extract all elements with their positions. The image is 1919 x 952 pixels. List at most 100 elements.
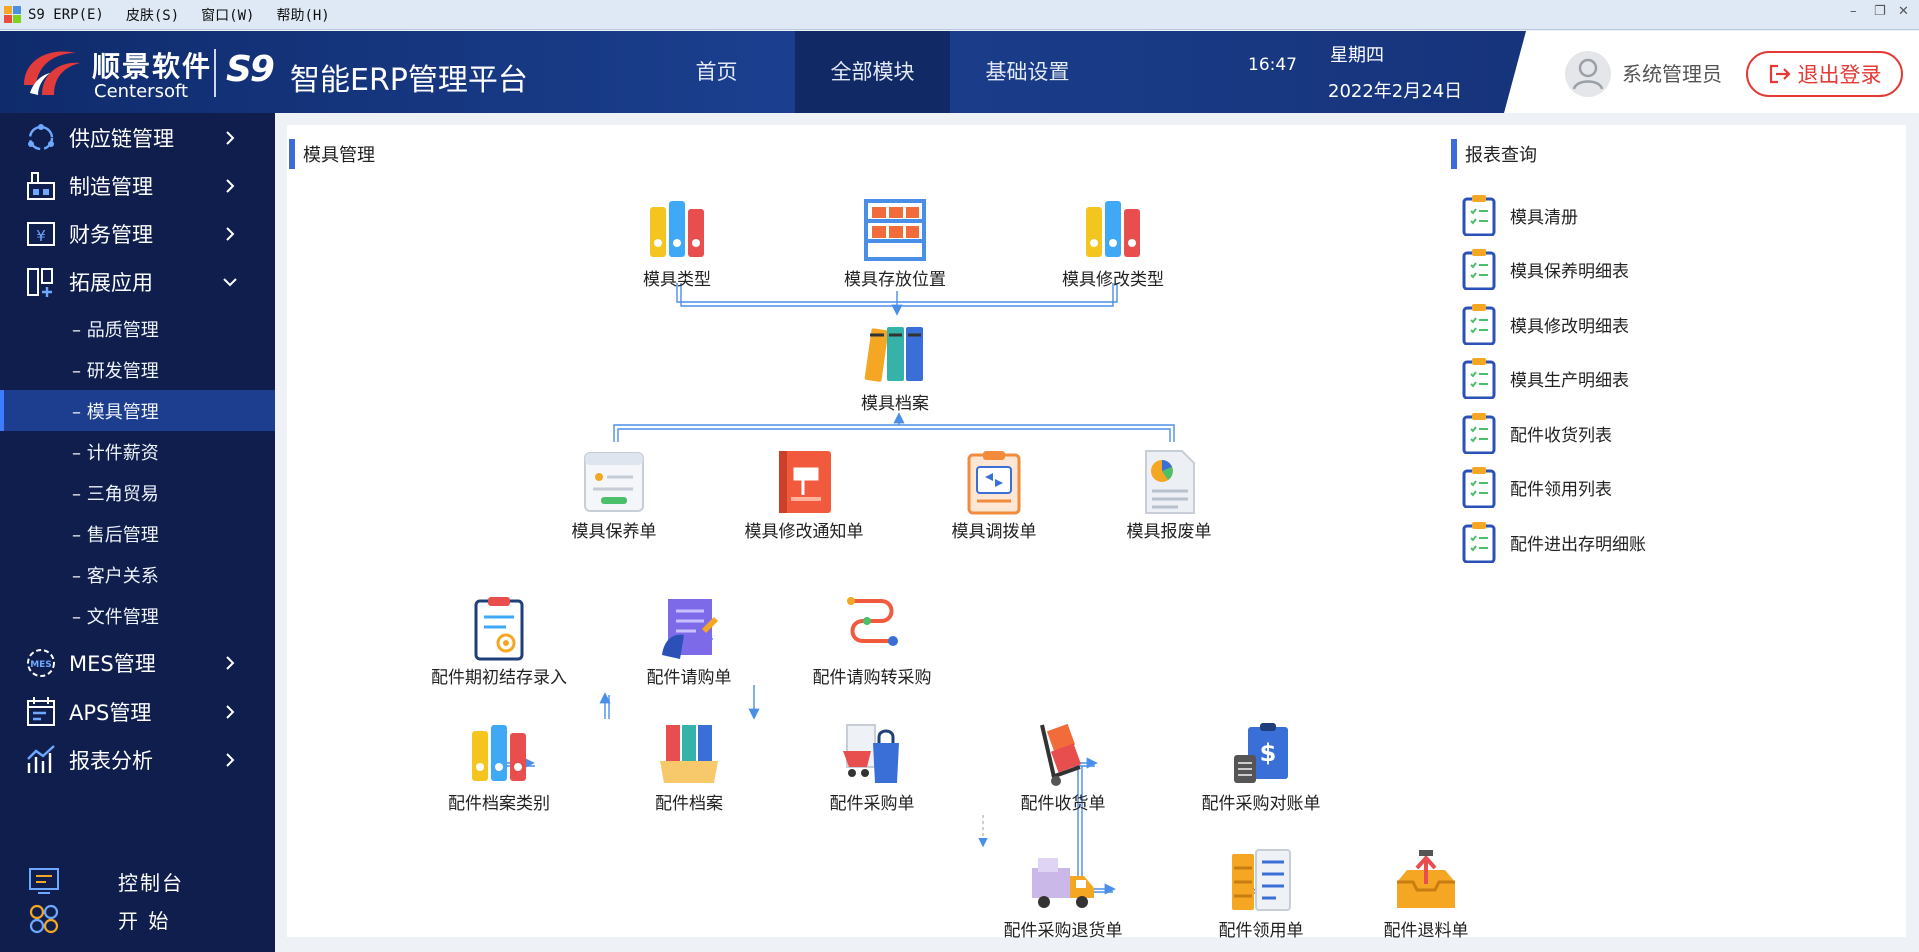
report-item[interactable]: 配件领用列表 [1462,465,1762,509]
sidebar-subitem-quality[interactable]: – 品质管理 [0,308,275,349]
sidebar-console[interactable]: 控制台 [0,862,275,900]
sidebar-item-aps[interactable]: APS管理 [0,689,275,735]
node-part-purchase[interactable]: 配件采购单 [787,721,957,814]
sidebar-item-label: 制造管理 [69,175,153,199]
sidebar-subitem-piece-wage[interactable]: – 计件薪资 [0,431,275,472]
node-part-category[interactable]: 配件档案类别 [414,721,584,814]
chevron-right-icon [226,179,235,193]
logout-button[interactable]: 退出登录 [1746,51,1903,97]
close-icon[interactable]: ✕ [1898,4,1909,19]
sidebar-item-mes[interactable]: MES MES管理 [0,640,275,686]
node-mold-transfer[interactable]: 模具调拨单 [909,449,1079,542]
sidebar-item-finance[interactable]: ¥ 财务管理 [0,211,275,257]
sidebar-start[interactable]: 开 始 [0,900,275,938]
node-part-init-stock[interactable]: 配件期初结存录入 [414,595,584,688]
sidebar-subitem-mold[interactable]: – 模具管理 [0,390,275,431]
menu-erp[interactable]: S9 ERP(E) [28,6,104,23]
node-label: 配件退料单 [1383,921,1469,941]
menu-skin[interactable]: 皮肤(S) [125,7,180,24]
report-label: 模具保养明细表 [1510,261,1629,282]
sidebar-subitem-after-sales[interactable]: – 售后管理 [0,513,275,554]
drill-manual-icon [769,449,839,515]
report-item[interactable]: 模具保养明细表 [1462,247,1762,291]
node-mold-mod-type[interactable]: 模具修改类型 [1028,197,1198,290]
node-label: 模具修改类型 [1062,270,1164,290]
svg-text:$: $ [1260,739,1277,767]
user-icon [1572,58,1604,90]
sidebar-subitem-documents[interactable]: – 文件管理 [0,595,275,636]
report-label: 模具清册 [1510,207,1578,228]
console-label: 控制台 [118,870,184,895]
node-label: 模具修改通知单 [744,522,864,542]
sidebar-item-supply-chain[interactable]: 供应链管理 [0,115,275,161]
node-mold-type[interactable]: 模具类型 [592,197,762,290]
tab-basic-settings[interactable]: 基础设置 [985,60,1070,84]
node-label: 配件档案 [655,794,723,814]
sidebar-subitem-label: – 三角贸易 [72,483,159,505]
report-clipboard-icon [1462,304,1496,345]
node-part-archive[interactable]: 配件档案 [604,721,774,814]
bill-calculator-icon: $ [1226,721,1296,787]
sidebar-subitem-crm[interactable]: – 客户关系 [0,554,275,595]
sidebar-item-report-analysis[interactable]: 报表分析 [0,737,275,783]
node-label: 配件档案类别 [448,794,550,814]
date: 2022年2月24日 [1328,81,1463,102]
node-label: 配件领用单 [1218,921,1304,941]
report-item[interactable]: 配件收货列表 [1462,411,1762,455]
sidebar-item-manufacturing[interactable]: 制造管理 [0,163,275,209]
logout-label: 退出登录 [1797,63,1882,87]
console-icon [29,868,59,894]
report-item[interactable]: 模具清册 [1462,193,1762,237]
report-item[interactable]: 模具修改明细表 [1462,302,1762,346]
node-label: 模具报废单 [1126,522,1212,542]
restore-icon[interactable]: ❐ [1874,4,1886,19]
sidebar-subitem-triangle-trade[interactable]: – 三角贸易 [0,472,275,513]
shelf-icon [860,197,930,263]
chevron-right-icon [226,227,235,241]
svg-text:MES: MES [30,660,52,670]
tab-all-modules[interactable]: 全部模块 [795,31,950,113]
node-part-issue[interactable]: 配件领用单 [1176,848,1346,941]
node-part-material-return[interactable]: 配件退料单 [1341,848,1511,941]
report-label: 配件领用列表 [1510,479,1612,500]
chart-document-icon [1134,449,1204,515]
report-clipboard-icon [1462,195,1496,236]
sidebar-subitem-label: – 计件薪资 [72,442,159,464]
node-part-requisition[interactable]: 配件请购单 [604,595,774,688]
report-item[interactable]: 模具生产明细表 [1462,356,1762,400]
mes-icon: MES [27,649,55,677]
sidebar-item-label: 供应链管理 [69,127,174,151]
menu-bar: S9 ERP(E) 皮肤(S) 窗口(W) 帮助(H) – ❐ ✕ [0,0,1919,30]
start-icon [29,904,59,934]
username: 系统管理员 [1622,62,1722,86]
sidebar-item-label: 财务管理 [69,223,153,247]
node-mold-maintain[interactable]: 模具保养单 [529,449,699,542]
binder-icon [464,721,534,787]
node-part-receipt[interactable]: 配件收货单 [978,721,1148,814]
svg-text:¥: ¥ [36,227,46,245]
node-mold-mod-notice[interactable]: 模具修改通知单 [719,449,889,542]
minimize-icon[interactable]: – [1850,4,1857,19]
menu-help[interactable]: 帮助(H) [276,7,330,24]
chevron-right-icon [226,131,235,145]
node-mold-location[interactable]: 模具存放位置 [810,197,980,290]
node-mold-scrap[interactable]: 模具报废单 [1084,449,1254,542]
avatar[interactable] [1565,51,1611,97]
tab-home[interactable]: 首页 [695,60,738,84]
node-mold-archive[interactable]: 模具档案 [810,321,980,414]
sidebar-subitem-label: – 客户关系 [72,565,159,587]
finance-icon: ¥ [27,222,55,246]
report-clipboard-icon [1462,522,1496,563]
sidebar-subitem-rnd[interactable]: – 研发管理 [0,349,275,390]
menu-window[interactable]: 窗口(W) [201,7,255,24]
node-label: 配件请购转采购 [812,668,932,688]
node-part-return[interactable]: 配件采购退货单 [978,848,1148,941]
node-part-req-to-purchase[interactable]: 配件请购转采购 [787,595,957,688]
node-label: 模具类型 [643,270,711,290]
brand-separator [214,49,216,97]
report-clipboard-icon [1462,358,1496,399]
sidebar-item-extension[interactable]: 拓展应用 [0,259,275,305]
clipboard-transfer-icon [959,449,1029,515]
report-item[interactable]: 配件进出存明细账 [1462,520,1762,564]
node-part-reconcile[interactable]: $ 配件采购对账单 [1176,721,1346,814]
